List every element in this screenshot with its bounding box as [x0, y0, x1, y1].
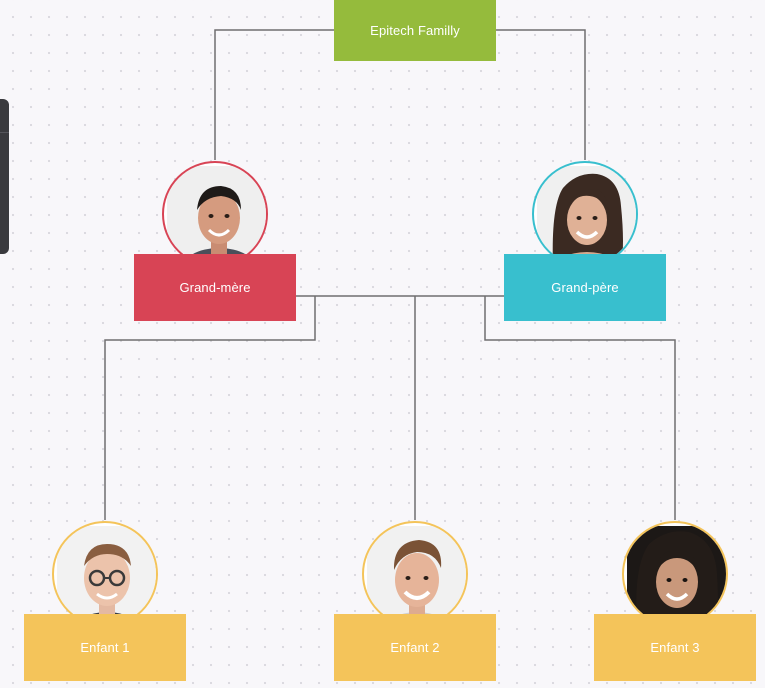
young-man-smiling-portrait-icon [367, 526, 466, 625]
child-2-avatar[interactable] [362, 521, 468, 627]
woman-long-dark-hair-portrait-icon [537, 166, 636, 265]
parent-1-avatar[interactable] [162, 161, 268, 267]
long-haired-person-portrait-icon [627, 526, 726, 625]
root-node[interactable]: Epitech Familly [334, 0, 496, 61]
man-with-glasses-portrait-icon [57, 526, 156, 625]
connector-child-1 [104, 296, 316, 520]
child-2-label: Enfant 2 [390, 640, 440, 655]
man-short-dark-hair-portrait-icon [167, 166, 266, 265]
parent-2-node[interactable]: Grand-père [504, 254, 666, 321]
child-2-node[interactable]: Enfant 2 [334, 614, 496, 681]
parent-2-avatar[interactable] [532, 161, 638, 267]
parent-2-label: Grand-père [551, 280, 619, 295]
connector-child-3 [484, 296, 676, 520]
child-1-avatar[interactable] [52, 521, 158, 627]
connector-root-parent-1 [214, 29, 334, 160]
parent-1-node[interactable]: Grand-mère [134, 254, 296, 321]
side-panel-divider [0, 132, 9, 133]
parent-1-label: Grand-mère [179, 280, 251, 295]
root-node-label: Epitech Familly [370, 23, 460, 38]
child-1-label: Enfant 1 [80, 640, 130, 655]
child-3-node[interactable]: Enfant 3 [594, 614, 756, 681]
child-1-node[interactable]: Enfant 1 [24, 614, 186, 681]
child-3-avatar[interactable] [622, 521, 728, 627]
connector-root-parent-2 [496, 29, 586, 160]
child-3-label: Enfant 3 [650, 640, 700, 655]
collapsed-side-panel[interactable] [0, 99, 9, 254]
